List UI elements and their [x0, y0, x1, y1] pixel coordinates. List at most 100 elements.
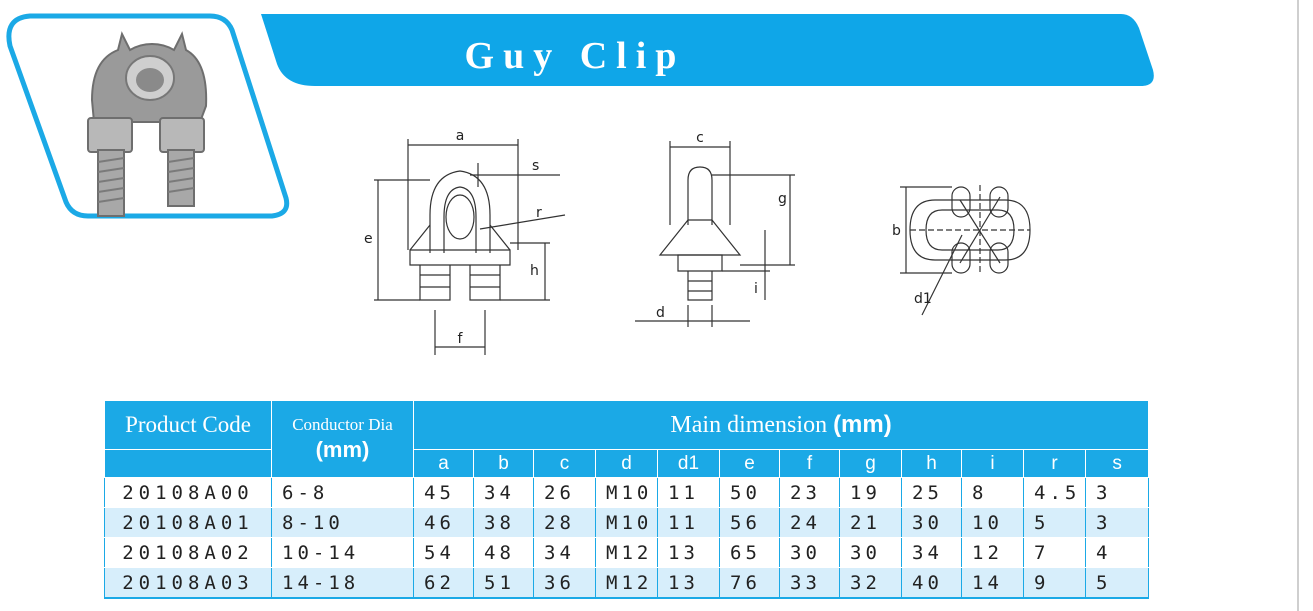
dim-label-b: b — [892, 223, 901, 239]
page-title: Guy Clip — [464, 35, 686, 77]
top-view-drawing: b d1 — [892, 185, 1031, 316]
dim-label-a: a — [456, 128, 465, 144]
dim-col-c: c — [533, 449, 596, 478]
dim-cell: 21 — [839, 507, 902, 538]
dim-cell: 34 — [533, 537, 596, 568]
product-photo — [6, 13, 290, 219]
product-code-cell: 20108A01 — [104, 507, 272, 538]
dim-cell: 4.5 — [1023, 477, 1086, 508]
dim-cell: 40 — [901, 567, 962, 599]
dim-label-d: d — [656, 305, 665, 321]
dim-cell: 5 — [1084, 567, 1150, 599]
dim-cell: 10 — [961, 507, 1024, 538]
dim-col-d1: d1 — [657, 449, 720, 478]
front-view-drawing: a s r e h f — [364, 128, 566, 355]
dim-label-g: g — [778, 191, 787, 207]
conductor-header-unit: (mm) — [315, 437, 370, 463]
dim-cell: 45 — [413, 477, 474, 508]
side-view-drawing: c g i d — [635, 130, 795, 327]
product-code-cell: 20108A03 — [104, 567, 272, 599]
dim-col-i: i — [961, 449, 1024, 478]
table-row: 20108A00 6-8 45 34 26 M10 11 50 23 19 25… — [104, 477, 1150, 508]
table-row: 20108A03 14-18 62 51 36 M12 13 76 33 32 … — [104, 567, 1150, 599]
dim-cell: 14 — [961, 567, 1024, 599]
dim-label-h: h — [530, 263, 539, 279]
dim-col-f: f — [779, 449, 840, 478]
dim-label-f: f — [458, 331, 464, 347]
dim-cell: 50 — [719, 477, 780, 508]
dim-cell: M12 — [595, 567, 658, 599]
dim-cell: 11 — [657, 507, 720, 538]
conductor-header-label: Conductor Dia — [292, 414, 393, 434]
dim-cell: 62 — [413, 567, 474, 599]
page-edge-rule — [1297, 0, 1299, 611]
dim-label-r: r — [536, 205, 542, 221]
dim-cell: 3 — [1084, 477, 1150, 508]
dim-col-r: r — [1023, 449, 1086, 478]
dim-cell: 8 — [961, 477, 1024, 508]
dim-cell: 65 — [719, 537, 780, 568]
product-code-cell: 20108A00 — [104, 477, 272, 508]
dim-cell: 5 — [1023, 507, 1086, 538]
dim-cell: 56 — [719, 507, 780, 538]
dim-cell: 9 — [1023, 567, 1086, 599]
dim-label-s: s — [532, 158, 539, 174]
dim-cell: 51 — [473, 567, 534, 599]
table-row: 20108A01 8-10 46 38 28 M10 11 56 24 21 3… — [104, 507, 1150, 538]
dim-cell: 76 — [719, 567, 780, 599]
dim-cell: 19 — [839, 477, 902, 508]
dim-cell: 36 — [533, 567, 596, 599]
conductor-header: Conductor Dia (mm) — [271, 400, 414, 478]
conductor-cell: 6-8 — [271, 477, 414, 508]
dim-label-i: i — [754, 281, 758, 297]
dim-cell: M12 — [595, 537, 658, 568]
dim-cell: 34 — [901, 537, 962, 568]
dim-cell: 24 — [779, 507, 840, 538]
dim-cell: 7 — [1023, 537, 1086, 568]
main-dimension-header: Main dimension (mm) — [412, 400, 1150, 450]
conductor-cell: 14-18 — [271, 567, 414, 599]
dim-cell: M10 — [595, 507, 658, 538]
product-code-header-blank — [104, 449, 272, 478]
dim-cell: 28 — [533, 507, 596, 538]
table-row: 20108A02 10-14 54 48 34 M12 13 65 30 30 … — [104, 537, 1150, 568]
dim-cell: 33 — [779, 567, 840, 599]
dim-cell: 30 — [779, 537, 840, 568]
main-dimension-label: Main dimension — [670, 412, 828, 438]
product-code-header: Product Code — [104, 400, 272, 450]
dim-cell: 3 — [1084, 507, 1150, 538]
title-banner — [261, 14, 1154, 86]
conductor-cell: 8-10 — [271, 507, 414, 538]
dim-cell: 26 — [533, 477, 596, 508]
dim-cell: M10 — [595, 477, 658, 508]
dim-label-e: e — [364, 231, 373, 247]
guy-clip-photo-icon — [87, 31, 208, 217]
dim-cell: 46 — [413, 507, 474, 538]
dim-col-b: b — [473, 449, 534, 478]
dim-col-a: a — [413, 449, 474, 478]
dim-cell: 11 — [657, 477, 720, 508]
dim-col-h: h — [901, 449, 962, 478]
dim-col-e: e — [719, 449, 780, 478]
dim-cell: 13 — [657, 537, 720, 568]
dim-cell: 32 — [839, 567, 902, 599]
dim-label-d1: d1 — [914, 291, 932, 307]
dim-cell: 25 — [901, 477, 962, 508]
dim-cell: 48 — [473, 537, 534, 568]
main-dimension-unit: (mm) — [833, 411, 892, 438]
dim-cell: 34 — [473, 477, 534, 508]
dim-cell: 13 — [657, 567, 720, 599]
dim-label-c: c — [696, 130, 704, 146]
conductor-cell: 10-14 — [271, 537, 414, 568]
dim-cell: 38 — [473, 507, 534, 538]
dim-cell: 12 — [961, 537, 1024, 568]
dim-cell: 4 — [1084, 537, 1150, 568]
spec-table: Product Code Conductor Dia (mm) Main dim… — [104, 400, 1150, 599]
dim-col-s: s — [1084, 449, 1150, 478]
dim-cell: 30 — [901, 507, 962, 538]
dim-col-g: g — [839, 449, 902, 478]
product-code-cell: 20108A02 — [104, 537, 272, 568]
dim-col-d: d — [595, 449, 658, 478]
dim-cell: 54 — [413, 537, 474, 568]
dim-cell: 30 — [839, 537, 902, 568]
